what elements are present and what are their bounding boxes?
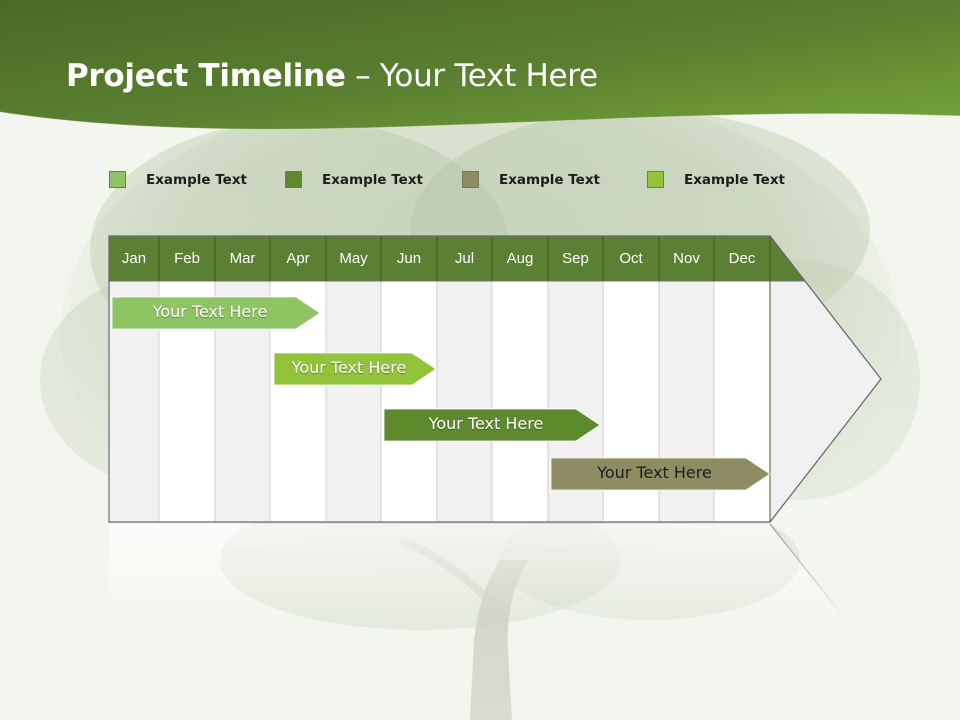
legend-swatch-2 — [285, 171, 302, 188]
task-bar-4-label: Your Text Here — [597, 463, 712, 482]
month-label-nov: Nov — [673, 250, 700, 267]
month-label-mar: Mar — [229, 250, 256, 267]
legend-label-1: Example Text — [146, 172, 247, 188]
header-band — [0, 0, 960, 130]
month-label-sep: Sep — [562, 250, 589, 267]
legend-label-2: Example Text — [322, 172, 423, 188]
month-label-feb: Feb — [174, 250, 200, 267]
month-label-jun: Jun — [396, 250, 422, 267]
legend-label-4: Example Text — [684, 172, 785, 188]
task-bar-3-label: Your Text Here — [428, 414, 544, 433]
title-bold-text: Project Timeline — [66, 58, 346, 94]
arrow-outline — [108, 235, 882, 523]
month-column-may — [325, 280, 382, 523]
month-label-may: May — [339, 250, 368, 267]
legend-swatch-1 — [109, 171, 126, 188]
month-label-jan: Jan — [121, 250, 147, 267]
month-label-jul: Jul — [454, 250, 475, 267]
title-rest-text: – Your Text Here — [345, 58, 598, 94]
page-title: Project Timeline – Your Text Here — [66, 58, 598, 94]
month-column-aug — [491, 280, 549, 523]
legend-label-3: Example Text — [499, 172, 600, 188]
legend-swatch-4 — [647, 171, 664, 188]
month-label-apr: Apr — [286, 250, 310, 267]
task-bar-1 — [111, 296, 321, 330]
task-bar-2-label: Your Text Here — [291, 358, 407, 377]
month-label-aug: Aug — [506, 250, 534, 267]
month-label-dec: Dec — [728, 250, 756, 267]
legend-swatch-3 — [462, 171, 479, 188]
month-label-oct: Oct — [619, 250, 643, 267]
task-bar-1-label: Your Text Here — [152, 302, 268, 321]
reflection-edge-right — [769, 523, 847, 621]
task-bar-2 — [273, 352, 437, 386]
task-bar-3 — [383, 408, 601, 442]
timeline-reflection — [109, 524, 846, 620]
month-column-jun — [380, 280, 438, 523]
task-bar-4 — [550, 457, 771, 491]
month-column-jul — [436, 280, 493, 523]
